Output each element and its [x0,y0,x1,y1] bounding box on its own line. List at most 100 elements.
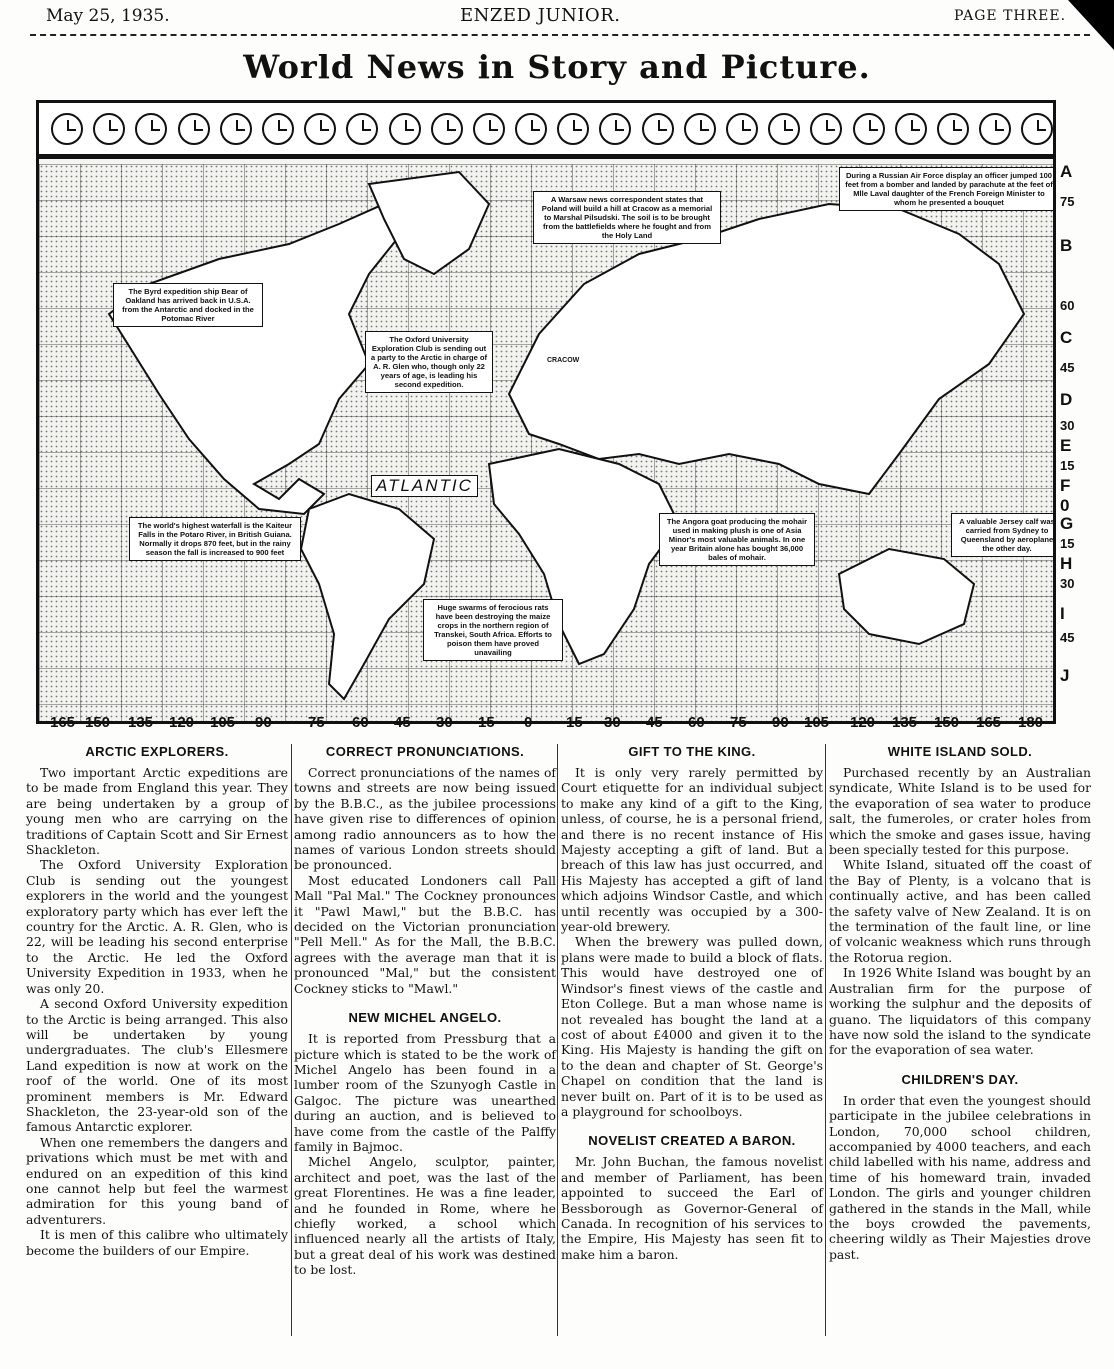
lon-label: 135 [128,714,154,731]
clock-icon [557,112,590,145]
page-corner-fold [1068,0,1114,50]
clock-icon [346,112,379,145]
lat-label: 45 [1060,360,1075,375]
article-novelist-created-a-baron: NOVELIST CREATED A BARON. Mr. John Bucha… [561,1133,823,1262]
note-warsaw-cracow: A Warsaw news correspondent states that … [533,191,721,244]
lat-label: H [1060,554,1073,573]
clock-icon [768,112,801,145]
lat-label: 30 [1060,576,1075,591]
lon-label: 150 [934,714,960,731]
article-title: NEW MICHEL ANGELO. [348,1010,502,1026]
lat-label: 30 [1060,418,1075,433]
article-paragraph: It is men of this calibre who ultimately… [26,1227,288,1258]
article-arctic-explorers: ARCTIC EXPLORERS. Two important Arctic e… [26,744,288,1344]
paper-name: ENZED JUNIOR. [460,5,621,26]
clock-icon [894,112,927,145]
note-russian-air-force: During a Russian Air Force display an of… [839,167,1053,211]
clock-icon [304,112,337,145]
lon-label: 75 [308,714,325,731]
lon-label: 45 [394,714,411,731]
article-correct-pronunciations: CORRECT PRONUNCIATIONS. Correct pronunci… [294,744,556,996]
lat-label: 75 [1060,194,1075,209]
issue-date: May 25, 1935. [46,6,170,26]
ocean-label-atlantic: ATLANTIC [371,475,478,497]
page-number: PAGE THREE. [954,8,1067,24]
south-america [299,492,436,701]
lon-label: 165 [976,714,1002,731]
clock-icon [135,112,168,145]
clock-icon [852,112,885,145]
clock-icon [1021,112,1053,145]
article-paragraph: Purchased recently by an Australian synd… [829,765,1091,858]
clock-icon [430,112,463,145]
clock-icon [472,112,505,145]
column-rule [291,744,292,1336]
clock-icon [979,112,1012,145]
clock-icon [219,112,252,145]
masthead-rule [30,34,1090,36]
world-map: The Byrd expedition ship Bear of Oakland… [36,100,1056,724]
lon-label: 60 [688,714,705,731]
lon-label: 90 [772,714,789,731]
lon-label: 105 [804,714,830,731]
article-paragraph: Two important Arctic expeditions are to … [26,765,288,858]
clock-icon [726,112,758,145]
lon-label: 30 [436,714,453,731]
lon-label: 15 [478,714,495,731]
article-paragraph: Mr. John Buchan, the famous novelist and… [561,1154,823,1262]
column-four: WHITE ISLAND SOLD. Purchased recently by… [829,744,1091,1344]
lon-label: 165 [50,714,76,731]
lon-label: 60 [352,714,369,731]
clock-icon [388,112,421,145]
clock-icon [177,112,210,145]
column-rule [557,744,558,1336]
map-graphic [39,164,1053,721]
note-kaiteur-falls: The world's highest waterfall is the Kai… [129,517,301,561]
article-new-michel-angelo: NEW MICHEL ANGELO. It is reported from P… [294,1010,556,1278]
clock-icon [261,112,294,145]
masthead: May 25, 1935. ENZED JUNIOR. PAGE THREE. [0,0,1114,50]
article-white-island-sold: WHITE ISLAND SOLD. Purchased recently by… [829,744,1091,1058]
article-childrens-day: CHILDREN'S DAY. In order that even the y… [829,1072,1091,1262]
lat-label: D [1060,390,1073,409]
lon-label: 150 [85,714,111,731]
article-paragraph: It is only very rarely permitted by Cour… [561,765,823,935]
africa [487,447,681,666]
article-paragraph: Most educated Londoners call Pall Mall "… [294,872,556,996]
lat-label: 45 [1060,630,1075,645]
latitude-labels: A 75 B 60 C 45 D 30 E 15 F 0 G 15 H 30 I… [1056,160,1086,700]
time-zone-clock-strip [39,103,1053,159]
city-label-cracow: CRACOW [547,357,580,364]
lat-label: G [1060,514,1074,533]
column-two: CORRECT PRONUNCIATIONS. Correct pronunci… [294,744,556,1344]
article-paragraph: Correct pronunciations of the names of t… [294,765,556,873]
page-headline: World News in Story and Picture. [243,48,871,86]
clock-icon [93,112,126,145]
lat-label: 15 [1060,458,1075,473]
note-angora-goat: The Angora goat producing the mohair use… [659,513,815,566]
article-title: ARCTIC EXPLORERS. [85,744,229,759]
lat-label: I [1060,604,1065,623]
note-byrd-expedition: The Byrd expedition ship Bear of Oakland… [113,283,263,327]
longitude-labels: 165 150 135 120 105 90 75 60 45 30 15 0 … [36,714,1076,736]
article-paragraph: A second Oxford University expedition to… [26,996,288,1135]
clock-icon [599,112,632,145]
lon-label: 180 [1018,714,1044,731]
article-paragraph: When one remembers the dangers and priva… [26,1134,288,1227]
australia [837,547,976,646]
article-paragraph: When the brewery was pulled down, plans … [561,934,823,1119]
note-oxford-expedition: The Oxford University Exploration Club i… [365,331,493,393]
lat-label: E [1060,436,1072,455]
lat-label: 0 [1060,496,1070,515]
article-title: CORRECT PRONUNCIATIONS. [325,744,525,759]
lat-label: 60 [1060,298,1075,313]
lat-label: 15 [1060,536,1075,551]
lon-label: 120 [169,714,195,731]
article-paragraph: In order that even the youngest should p… [829,1092,1091,1262]
lon-label: 0 [524,714,533,731]
clock-icon [683,112,716,145]
greenland [367,170,491,276]
column-three: GIFT TO THE KING. It is only very rarely… [561,744,823,1344]
clock-icon [515,112,548,145]
clock-icon [51,112,83,145]
